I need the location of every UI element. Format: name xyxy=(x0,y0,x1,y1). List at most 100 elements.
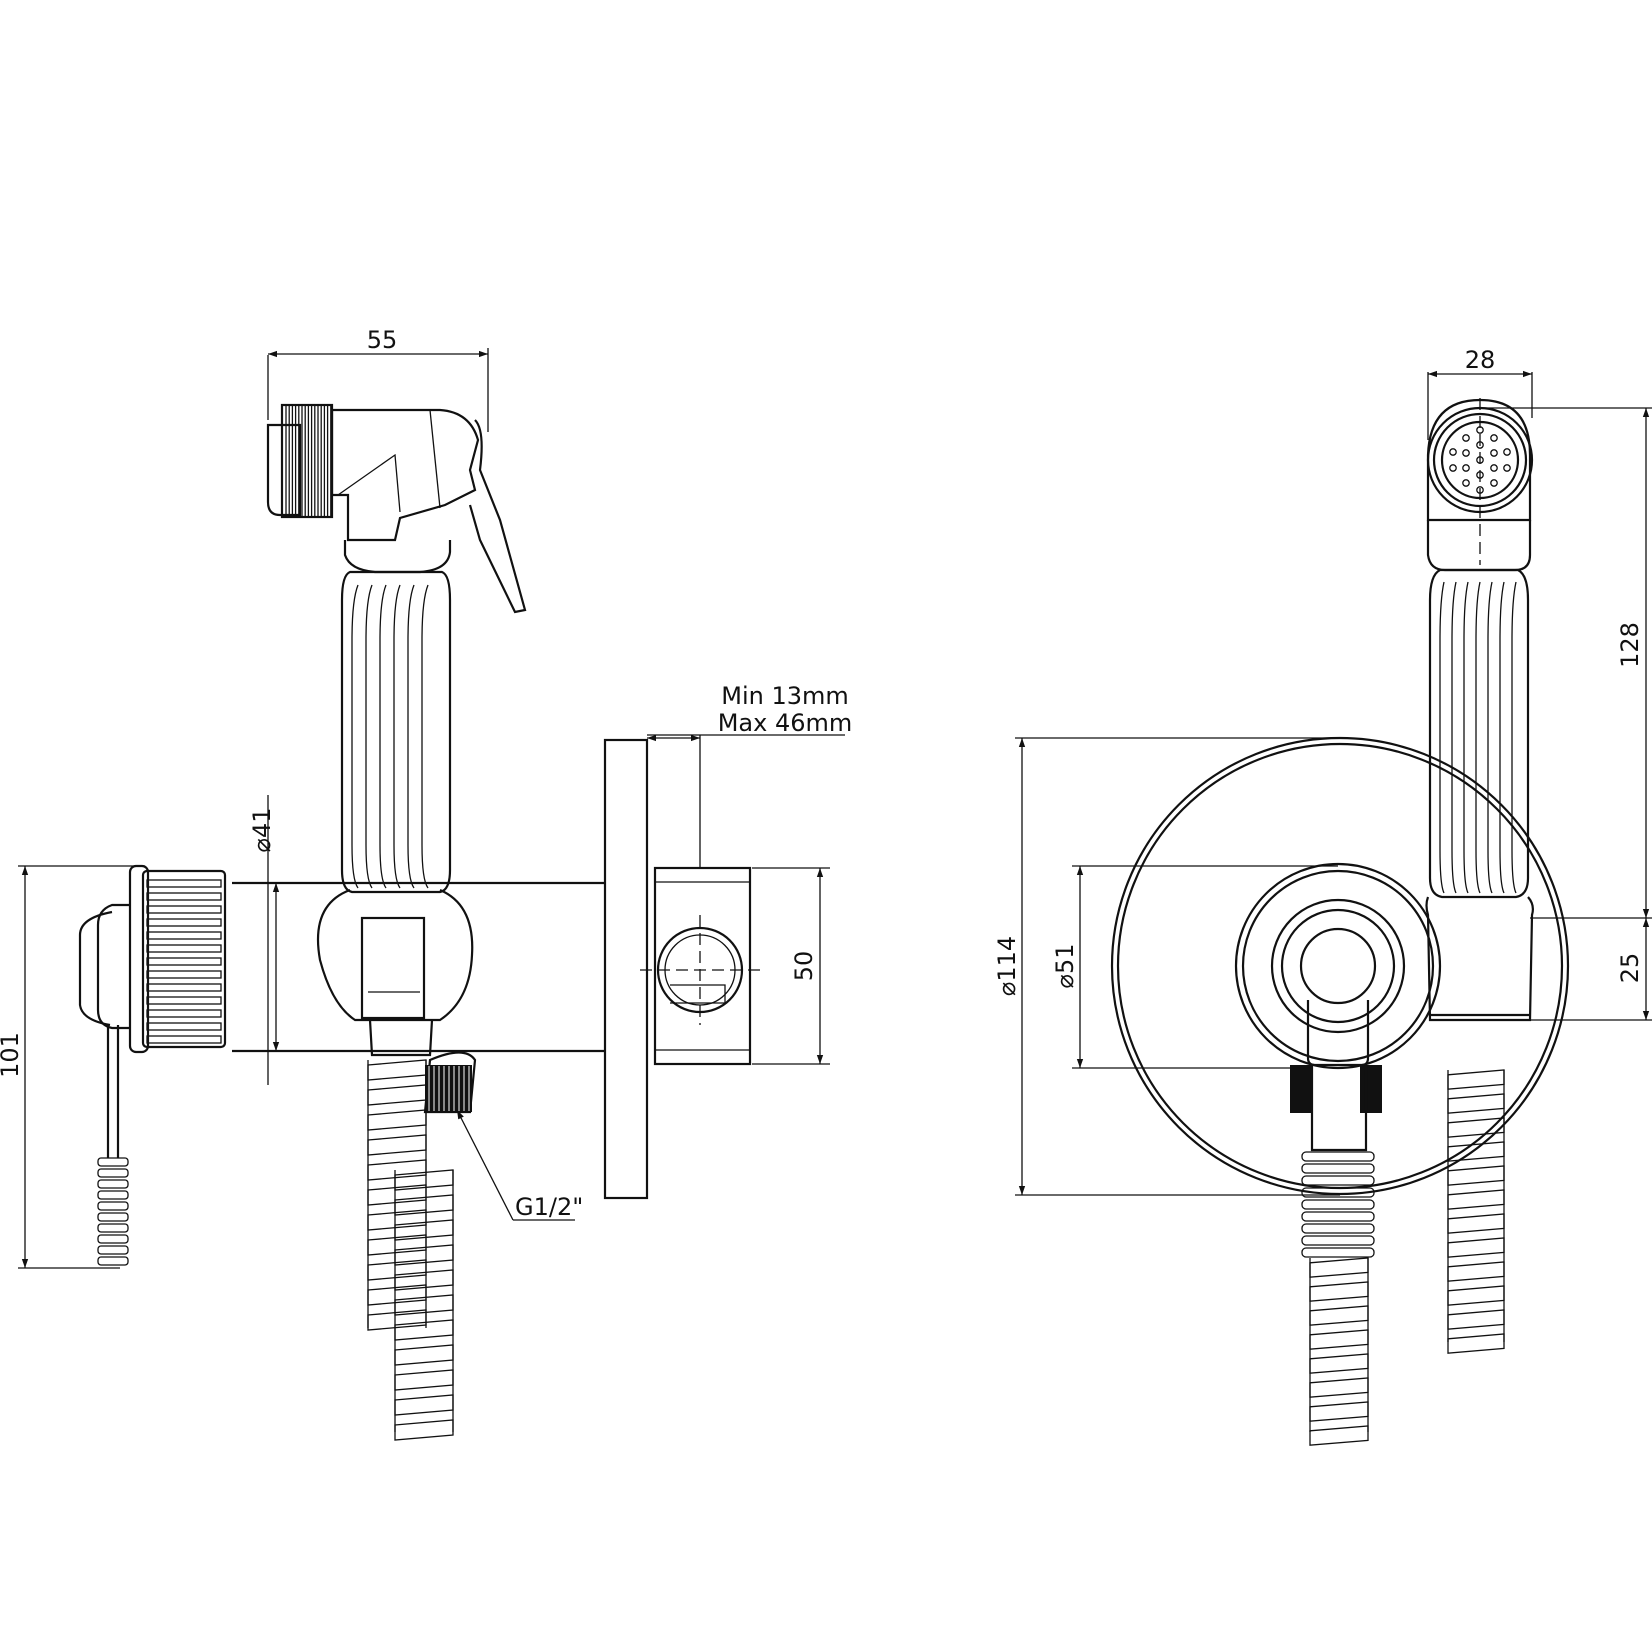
hose-coil xyxy=(1447,1237,1505,1258)
dim-label-51: 51 xyxy=(1051,944,1079,975)
knurl-bar xyxy=(97,1201,129,1211)
dim-flange-101: 101 xyxy=(0,865,145,1269)
hose-coil xyxy=(1309,1329,1369,1350)
flange-knurl xyxy=(146,879,222,1044)
hose-coil xyxy=(1309,1305,1369,1326)
hose-coil xyxy=(1447,1213,1505,1234)
hose-coil xyxy=(1309,1257,1369,1278)
dim-label-114: 114 xyxy=(993,936,1021,982)
flute-line xyxy=(351,584,359,889)
spray-hole xyxy=(1490,449,1498,457)
side-body-pipe xyxy=(232,881,605,1053)
hose-coil xyxy=(1309,1353,1369,1374)
hose-coil xyxy=(1309,1377,1369,1398)
flute-line xyxy=(1511,581,1517,894)
side-flange-knob xyxy=(78,864,227,1266)
dim-width-55: 55 xyxy=(267,326,489,432)
grip-ring xyxy=(1301,1211,1375,1222)
knurl-bar xyxy=(146,905,222,914)
side-holder xyxy=(316,888,474,1057)
hose-coil xyxy=(1447,1309,1505,1330)
knurl-bar xyxy=(97,1212,129,1222)
dim-label-128: 128 xyxy=(1616,622,1644,668)
flute-line xyxy=(1487,581,1493,894)
knurl-bar xyxy=(97,1256,129,1266)
flute-line xyxy=(379,584,387,889)
flute-line xyxy=(421,584,429,889)
knurl-bar xyxy=(97,1234,129,1244)
knurl-bar xyxy=(146,1009,222,1018)
flute-line xyxy=(1475,581,1481,894)
dim-pipe-diameter-41: ⌀41 xyxy=(248,795,345,1085)
hose-coil xyxy=(1447,1333,1505,1354)
flute-line xyxy=(1463,581,1469,894)
knurl-bar xyxy=(97,1157,129,1167)
hose-coil xyxy=(367,1109,427,1131)
knurl-bar xyxy=(146,983,222,992)
front-handset xyxy=(1425,398,1534,1022)
spray-hole xyxy=(1449,448,1457,456)
spray-hole xyxy=(1490,434,1498,442)
diameter-symbol: ⌀ xyxy=(248,838,276,852)
handle-flutes xyxy=(1439,581,1517,894)
knurl-bar xyxy=(146,931,222,940)
svg-text:⌀41: ⌀41 xyxy=(248,808,276,853)
knurl-bar xyxy=(146,1022,222,1031)
flute-line xyxy=(1451,581,1457,894)
spray-hole xyxy=(1462,479,1470,487)
thread-label: G1/2" xyxy=(515,1193,583,1221)
lever-knurl xyxy=(1301,1151,1375,1258)
knurl-bar xyxy=(146,1035,222,1044)
knurl-bar xyxy=(146,879,222,888)
side-handset-head xyxy=(266,403,527,614)
knurl-bar xyxy=(97,1245,129,1255)
knurl-bar xyxy=(146,996,222,1005)
hose-coil xyxy=(1447,1141,1505,1162)
hose-coil xyxy=(1447,1189,1505,1210)
dim-label-41: 41 xyxy=(248,808,276,839)
front-view: 28 128 25 ⌀114 xyxy=(993,346,1652,1446)
hose-coil xyxy=(1309,1401,1369,1422)
spray-hole xyxy=(1503,464,1511,472)
hose-coil xyxy=(1447,1261,1505,1282)
side-hose xyxy=(367,1059,454,1441)
connector-knurl xyxy=(428,1066,470,1111)
nozzle-knurl xyxy=(285,405,332,517)
side-hose-connector xyxy=(423,1051,477,1114)
knurl-bar xyxy=(97,1223,129,1233)
dim-rosette-114: ⌀114 xyxy=(993,737,1340,1196)
hose-coil xyxy=(367,1134,427,1156)
dim-label-max: Max 46mm xyxy=(718,709,853,737)
dim-label-101: 101 xyxy=(0,1032,24,1078)
hose-coil xyxy=(1447,1117,1505,1138)
spray-hole xyxy=(1462,464,1470,472)
spray-hole xyxy=(1490,479,1498,487)
side-fluted-handle xyxy=(340,570,452,894)
dim-label-28: 28 xyxy=(1465,346,1496,374)
knurl-bar xyxy=(97,1179,129,1189)
grip-ring xyxy=(1301,1175,1375,1186)
flute-line xyxy=(1499,581,1505,894)
grip-ring xyxy=(1301,1247,1375,1258)
dim-label-min: Min 13mm xyxy=(721,682,849,710)
hose-coil xyxy=(1447,1069,1505,1090)
diameter-symbol: ⌀ xyxy=(993,982,1021,996)
knurl-bar xyxy=(97,1190,129,1200)
dim-handset-128: 128 xyxy=(1480,407,1652,919)
grip-ring xyxy=(1301,1187,1375,1198)
grip-ring xyxy=(1301,1163,1375,1174)
hose-coil xyxy=(367,1059,427,1081)
hose-coil xyxy=(1309,1281,1369,1302)
hose-coil xyxy=(394,1344,454,1366)
knurl-bar xyxy=(146,970,222,979)
spray-hole xyxy=(1462,434,1470,442)
handle-flutes xyxy=(351,584,429,889)
dim-label-50: 50 xyxy=(790,951,818,982)
hose-coil xyxy=(394,1394,454,1416)
front-hose-handset xyxy=(1447,1069,1505,1354)
callout-thread: G1/2" xyxy=(456,1109,583,1221)
hose-coil xyxy=(394,1369,454,1391)
knurl-bar xyxy=(146,892,222,901)
spray-hole xyxy=(1503,448,1511,456)
